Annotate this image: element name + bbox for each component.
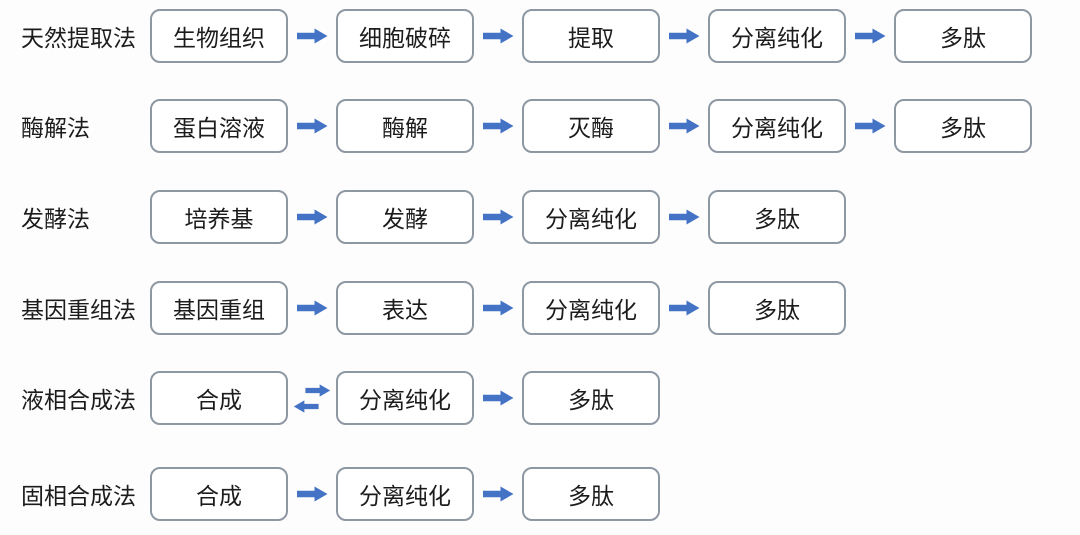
step-box: 多肽 — [894, 9, 1032, 63]
flow-arrow-icon — [288, 190, 336, 244]
flow-arrow-icon — [660, 99, 708, 153]
step-box: 多肽 — [522, 467, 660, 521]
step-box: 分离纯化 — [522, 281, 660, 335]
flow-row-3: 发酵法 培养基发酵分离纯化多肽 — [0, 190, 846, 244]
flow-arrow-icon — [660, 281, 708, 335]
step-box: 表达 — [336, 281, 474, 335]
method-label: 酶解法 — [21, 115, 90, 141]
step-box: 分离纯化 — [336, 371, 474, 425]
method-label: 液相合成法 — [21, 387, 136, 413]
flow-arrow-icon — [660, 9, 708, 63]
method-label: 发酵法 — [21, 206, 90, 232]
flow-row-6: 固相合成法合成分离纯化多肽 — [0, 467, 660, 521]
step-box: 多肽 — [522, 371, 660, 425]
step-box: 多肽 — [708, 281, 846, 335]
method-label: 天然提取法 — [21, 25, 136, 51]
step-box: 酶解 — [336, 99, 474, 153]
flow-arrow-icon — [474, 467, 522, 521]
flow-arrow-icon — [660, 190, 708, 244]
flow-arrow-icon — [474, 371, 522, 425]
step-box: 蛋白溶液 — [150, 99, 288, 153]
flow-arrow-icon — [474, 9, 522, 63]
flow-arrow-icon — [846, 9, 894, 63]
step-box: 分离纯化 — [708, 9, 846, 63]
step-box: 多肽 — [894, 99, 1032, 153]
flow-row-4: 基因重组法基因重组表达分离纯化多肽 — [0, 281, 846, 335]
step-box: 多肽 — [708, 190, 846, 244]
step-box: 培养基 — [150, 190, 288, 244]
step-box: 细胞破碎 — [336, 9, 474, 63]
flow-arrow-icon — [288, 99, 336, 153]
method-label: 固相合成法 — [21, 483, 136, 509]
step-box: 生物组织 — [150, 9, 288, 63]
step-box: 灭酶 — [522, 99, 660, 153]
step-box: 分离纯化 — [522, 190, 660, 244]
step-box: 合成 — [150, 371, 288, 425]
step-box: 合成 — [150, 467, 288, 521]
flow-row-2: 酶解法 蛋白溶液酶解灭酶分离纯化多肽 — [0, 99, 1032, 153]
flow-arrow-icon — [474, 190, 522, 244]
flow-arrow-icon — [288, 9, 336, 63]
flow-arrow-icon — [846, 99, 894, 153]
step-box: 提取 — [522, 9, 660, 63]
step-box: 基因重组 — [150, 281, 288, 335]
reversible-arrow-icon — [288, 371, 336, 425]
flow-arrow-icon — [474, 281, 522, 335]
flow-row-5: 液相合成法合成分离纯化多肽 — [0, 371, 660, 425]
flow-arrow-icon — [288, 281, 336, 335]
flow-row-1: 天然提取法生物组织细胞破碎提取分离纯化多肽 — [0, 9, 1032, 63]
step-box: 发酵 — [336, 190, 474, 244]
flow-arrow-icon — [474, 99, 522, 153]
flow-arrow-icon — [288, 467, 336, 521]
step-box: 分离纯化 — [336, 467, 474, 521]
method-label: 基因重组法 — [21, 297, 136, 323]
step-box: 分离纯化 — [708, 99, 846, 153]
